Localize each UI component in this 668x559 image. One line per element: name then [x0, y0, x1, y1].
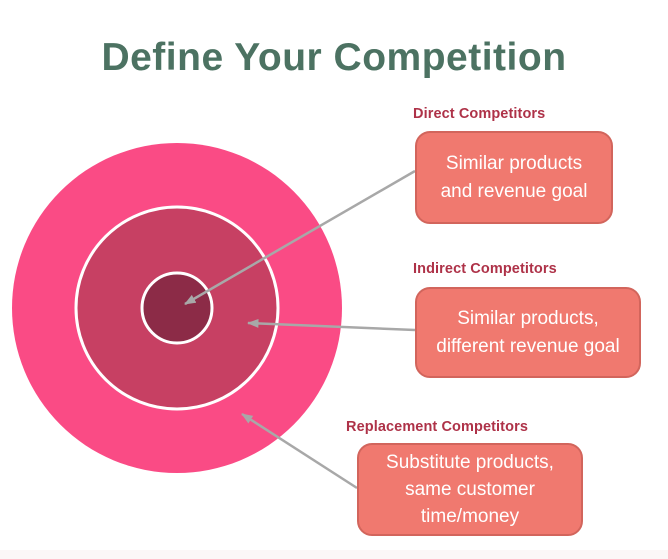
callout-box-replacement-competitors: Substitute products, same customer time/… — [357, 443, 583, 536]
callout-box-direct-competitors: Similar products and revenue goal — [415, 131, 613, 224]
footer-strip — [0, 550, 668, 559]
ring-inner-direct-competitors — [140, 271, 214, 345]
arrow-direct-competitors — [184, 169, 416, 306]
callout-heading-indirect-competitors: Indirect Competitors — [413, 261, 557, 277]
callout-heading-direct-competitors: Direct Competitors — [413, 106, 546, 122]
callout-heading-replacement-competitors: Replacement Competitors — [346, 419, 528, 435]
arrow-indirect-competitors — [247, 318, 416, 332]
callout-box-indirect-competitors: Similar products, different revenue goal — [415, 287, 641, 378]
arrow-replacement-competitors — [241, 412, 358, 490]
page-title: Define Your Competition — [101, 36, 567, 79]
